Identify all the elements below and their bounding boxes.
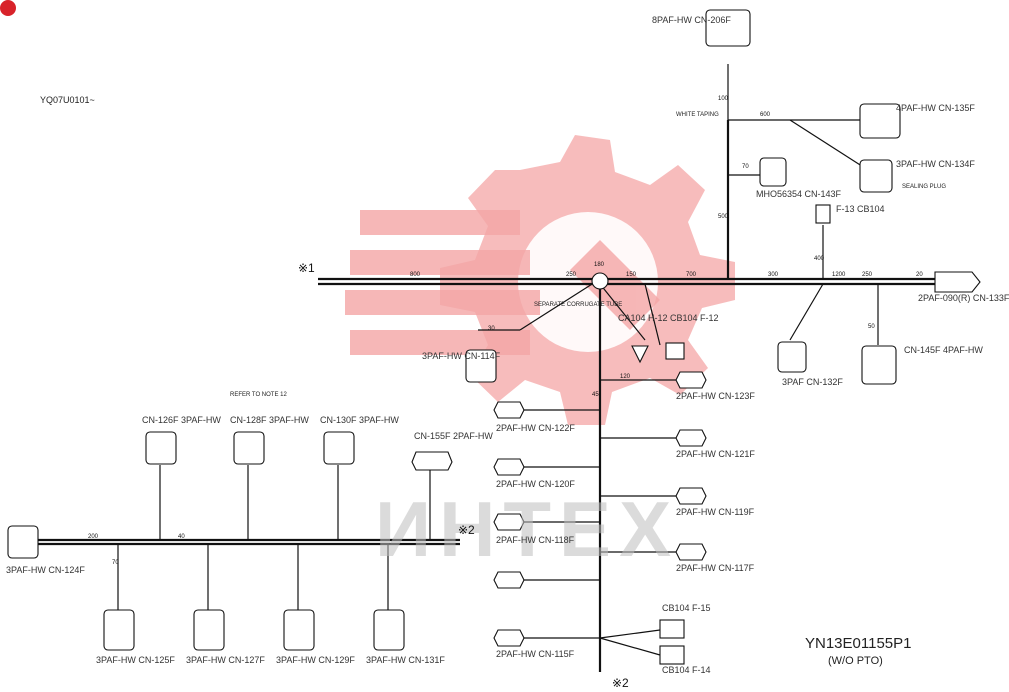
label-cb104-f12: CB104 F-12 xyxy=(670,313,719,323)
label-cn143f: MHO56354 CN-143F xyxy=(756,189,842,199)
label-cn130f: CN-130F 3PAF-HW xyxy=(320,415,399,425)
label-cn123f: 2PAF-HW CN-123F xyxy=(676,391,755,401)
dim-200: 200 xyxy=(88,534,99,540)
label-cn131f: 3PAF-HW CN-131F xyxy=(366,655,445,665)
watermark-text: ИНТЕХ xyxy=(375,485,680,573)
dim-45: 45 xyxy=(592,392,599,398)
dim-50: 50 xyxy=(868,324,875,330)
dim-150: 150 xyxy=(626,272,637,278)
main-trunk xyxy=(38,120,940,672)
note-white-taping: WHITE TAPING xyxy=(676,112,719,118)
dim-30: 30 xyxy=(488,326,495,332)
label-cn155f: CN-155F 2PAF-HW xyxy=(414,431,493,441)
label-cn125f: 3PAF-HW CN-125F xyxy=(96,655,175,665)
label-cn132f: 3PAF CN-132F xyxy=(782,377,843,387)
dim-400: 400 xyxy=(814,256,825,262)
branch-wires xyxy=(117,64,879,656)
label-cb104-f15: CB104 F-15 xyxy=(662,603,711,613)
corner-badge-icon xyxy=(0,0,16,16)
dim-250: 250 xyxy=(566,272,577,278)
note-corrugate: SEPARATE CORRUGATE TUBE xyxy=(534,302,623,308)
marker-x2-left: ※2 xyxy=(458,523,475,537)
dim-70-drop: 70 xyxy=(112,560,119,566)
label-cn120f: 2PAF-HW CN-120F xyxy=(496,479,575,489)
dim-300: 300 xyxy=(768,272,779,278)
dim-1200: 1200 xyxy=(832,272,846,278)
dim-40: 40 xyxy=(178,534,185,540)
label-cn114f: 3PAF-HW CN-114F xyxy=(422,351,501,361)
marker-x2-bottom: ※2 xyxy=(612,676,629,690)
label-cn134f: 3PAF-HW CN-134F xyxy=(896,159,975,169)
label-cn145f: CN-145F 4PAF-HW xyxy=(904,345,983,355)
label-cb104-f13: F-13 CB104 xyxy=(836,204,885,214)
ref-code: YQ07U0101~ xyxy=(40,95,95,105)
label-cn206f: 8PAF-HW CN-206F xyxy=(652,15,731,25)
diagram-variant: (W/O PTO) xyxy=(828,655,883,667)
connectors xyxy=(7,9,981,665)
dim-100: 100 xyxy=(718,96,729,102)
marker-x1: ※1 xyxy=(298,261,315,275)
dim-250-right: 250 xyxy=(862,272,873,278)
label-cn129f: 3PAF-HW CN-129F xyxy=(276,655,355,665)
dim-500: 500 xyxy=(718,214,729,220)
label-cn117f: 2PAF-HW CN-117F xyxy=(676,563,755,573)
label-cn126f: CN-126F 3PAF-HW xyxy=(142,415,221,425)
label-cn118f: 2PAF-HW CN-118F xyxy=(496,535,575,545)
label-cn127f: 3PAF-HW CN-127F xyxy=(186,655,265,665)
label-cb104-f14: CB104 F-14 xyxy=(662,665,711,675)
diagram-id: YN13E01155P1 xyxy=(805,635,912,652)
note-refer-12: REFER TO NOTE 12 xyxy=(230,392,287,398)
label-cn135f: 4PAF-HW CN-135F xyxy=(896,103,975,113)
dim-600: 600 xyxy=(760,112,771,118)
label-cn115f: 2PAF-HW CN-115F xyxy=(496,649,575,659)
dim-70: 70 xyxy=(742,164,749,170)
label-cn121f: 2PAF-HW CN-121F xyxy=(676,449,755,459)
label-cn133f: 2PAF-090(R) CN-133F xyxy=(918,293,1009,303)
dim-800-main: 800 xyxy=(410,272,421,278)
label-cn119f: 2PAF-HW CN-119F xyxy=(676,507,755,517)
note-sealing-plug: SEALING PLUG xyxy=(902,184,947,190)
label-cn122f: 2PAF-HW CN-122F xyxy=(496,423,575,433)
label-ca104: CA104 H-12 xyxy=(618,313,668,323)
dim-20: 20 xyxy=(916,272,923,278)
dim-120: 120 xyxy=(620,374,631,380)
label-cn124f: 3PAF-HW CN-124F xyxy=(6,565,85,575)
dim-180: 180 xyxy=(594,262,605,268)
dim-700: 700 xyxy=(686,272,697,278)
label-cn128f: CN-128F 3PAF-HW xyxy=(230,415,309,425)
